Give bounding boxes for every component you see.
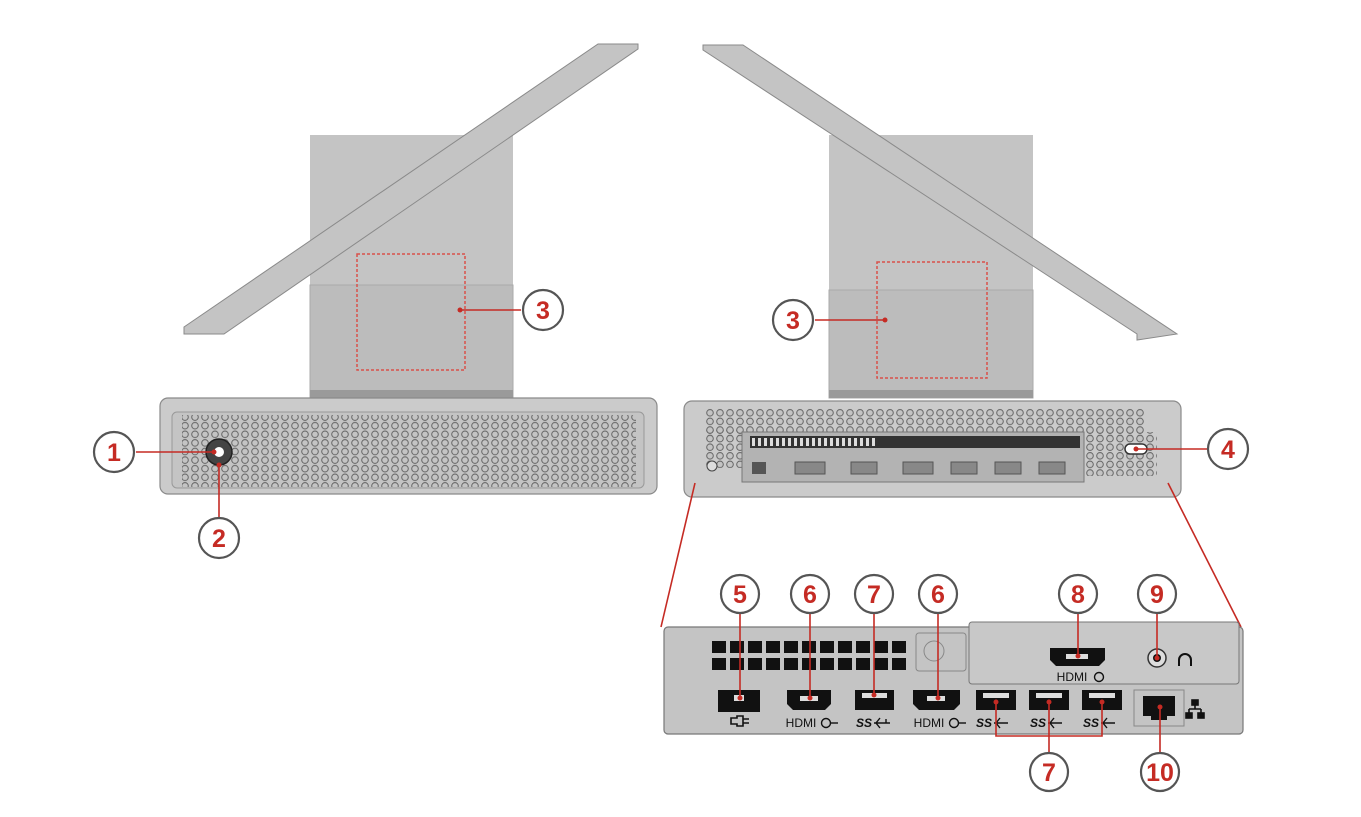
callout-3-right-label: 3 [786,307,800,335]
highlight-area-left [356,253,466,371]
hdmi-in-label: HDMI [1057,670,1088,684]
rear-view-device [683,44,1182,498]
hdmi-out-label-a: HDMI [786,716,817,730]
usb-ss-label-d: SS [1083,716,1099,730]
rear-vent-slots [712,641,906,670]
headset-icon [1178,653,1192,666]
display-panel-right [702,44,1179,341]
callout-6b: 6 [917,573,959,615]
usb-ss-label-a: SS [856,716,872,730]
vent-grille-front [182,415,636,487]
usb-ss-label-b: SS [976,716,992,730]
front-view-device [159,43,658,495]
display-panel-left [183,43,639,335]
callout-6a: 6 [789,573,831,615]
callout-3-left-label: 3 [536,297,550,325]
usb-ss-icon [874,717,890,729]
callout-8: 8 [1057,573,1099,615]
callout-6a-label: 6 [803,581,817,609]
callout-6b-label: 6 [931,581,945,609]
callout-3-right: 3 [771,298,815,342]
highlight-area-right [876,261,988,379]
callout-3-left: 3 [521,288,565,332]
callout-9: 9 [1136,573,1178,615]
hdmi-out-label-b: HDMI [914,716,945,730]
callout-9-label: 9 [1150,581,1164,609]
hdmi-out-icon [820,717,832,729]
ethernet-network-icon [1185,699,1205,719]
callout-7a: 7 [853,573,895,615]
vent-grille-rear-left [706,408,1146,436]
callout-7a-label: 7 [867,581,881,609]
usb-ss-label-c: SS [1030,716,1046,730]
callout-7b-label: 7 [1042,759,1056,787]
callout-4: 4 [1206,427,1250,471]
callout-8-label: 8 [1071,581,1085,609]
hdmi-in-icon [1093,671,1105,683]
callout-7b: 7 [1028,751,1070,793]
callout-10: 10 [1139,751,1181,793]
callout-2-label: 2 [212,525,226,553]
callout-2: 2 [197,516,241,560]
callout-1-label: 1 [107,439,121,467]
callout-4-label: 4 [1221,436,1235,464]
leader-lines [136,307,1207,752]
callout-10-label: 10 [1146,759,1174,787]
callout-1: 1 [92,430,136,474]
callout-5-label: 5 [733,581,747,609]
callout-5: 5 [719,573,761,615]
rear-port-panel-detail: HDMI SS HDMI SS SS [663,621,1244,735]
